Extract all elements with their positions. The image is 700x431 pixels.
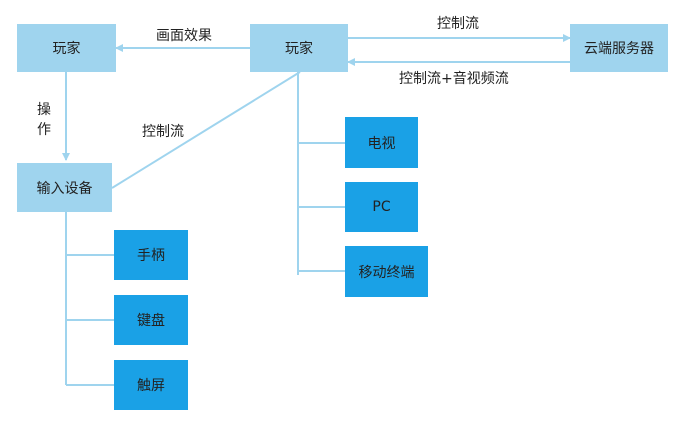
node-gamepad-label: 手柄 bbox=[137, 248, 165, 264]
node-touchscreen: 触屏 bbox=[114, 360, 188, 410]
node-input-device-label: 输入设备 bbox=[36, 180, 93, 197]
label-operate: 操作 bbox=[37, 102, 51, 138]
edge-control-diagonal bbox=[111, 71, 301, 189]
node-mobile-terminal-label: 移动终端 bbox=[358, 264, 415, 281]
label-control-stream-top: 控制流 bbox=[437, 16, 479, 32]
node-tv: 电视 bbox=[345, 117, 418, 168]
node-cloud-server: 云端服务器 bbox=[570, 24, 668, 72]
label-picture-effect: 画面效果 bbox=[156, 28, 212, 44]
label-control-stream-diag: 控制流 bbox=[142, 124, 184, 140]
node-input-device: 输入设备 bbox=[17, 163, 112, 212]
node-tv-label: 电视 bbox=[367, 135, 396, 152]
node-player-left-label: 玩家 bbox=[52, 41, 81, 57]
node-pc-label: PC bbox=[372, 199, 391, 215]
node-pc: PC bbox=[345, 182, 418, 232]
node-cloud-server-label: 云端服务器 bbox=[584, 41, 654, 57]
node-gamepad: 手柄 bbox=[114, 230, 188, 280]
node-player-center: 玩家 bbox=[250, 24, 348, 72]
node-player-left: 玩家 bbox=[17, 24, 116, 72]
node-keyboard: 键盘 bbox=[114, 295, 188, 345]
node-player-center-label: 玩家 bbox=[285, 41, 313, 57]
label-control-av-stream: 控制流+音视频流 bbox=[399, 71, 509, 87]
node-mobile-terminal: 移动终端 bbox=[345, 246, 428, 297]
node-touchscreen-label: 触屏 bbox=[137, 378, 165, 394]
node-keyboard-label: 键盘 bbox=[137, 313, 165, 329]
